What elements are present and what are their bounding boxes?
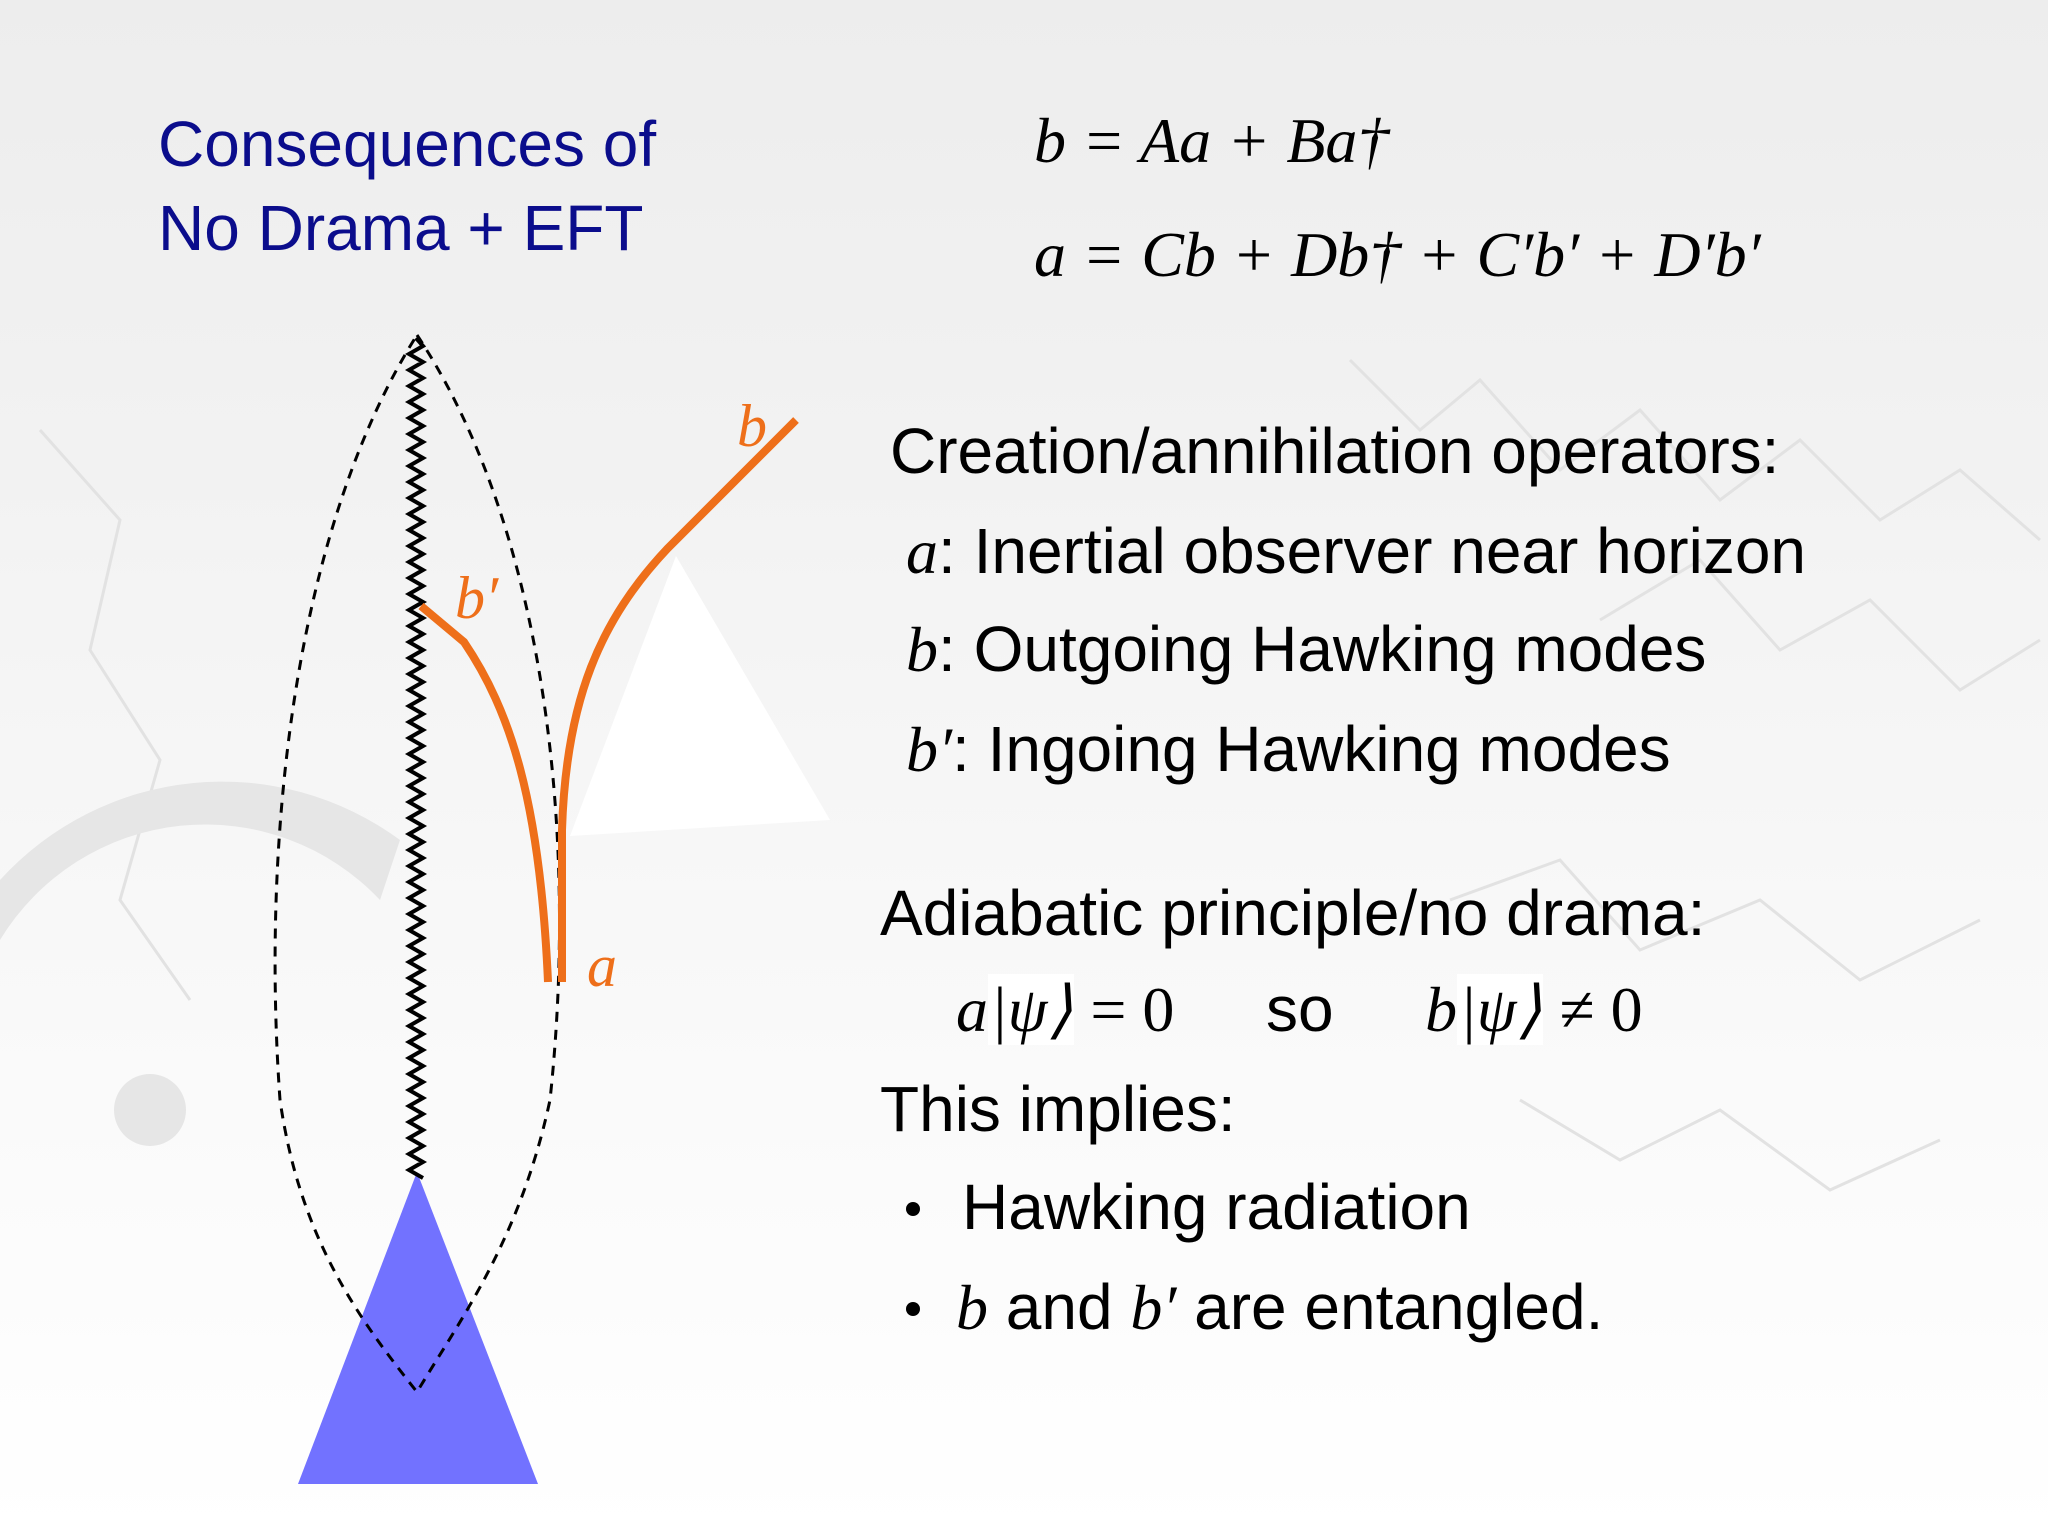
outgoing-mode-curve (558, 417, 799, 982)
operator-text: Ingoing Hawking modes (969, 713, 1671, 785)
title-line-2: No Drama + EFT (158, 192, 644, 264)
slide-title: Consequences of No Drama + EFT (158, 102, 656, 270)
bullet-hawking-radiation: Hawking radiation (962, 1171, 1471, 1243)
singularity-wiggle (404, 336, 428, 1180)
operator-sep: : (938, 613, 956, 685)
rhs-not-equal: ≠ 0 (1543, 974, 1643, 1045)
ket-rhs: b|ψ⟩ ≠ 0 (1425, 974, 1643, 1045)
operator-sep: : (952, 713, 970, 785)
ingoing-mode-curve (418, 602, 552, 983)
operator-item-b-prime: b′: Ingoing Hawking modes (906, 712, 1671, 787)
bullet-and: and (988, 1271, 1131, 1343)
operator-item-b: b: Outgoing Hawking modes (906, 612, 1706, 687)
white-triangle (570, 556, 830, 836)
rhs-operator: b (1425, 974, 1458, 1045)
operator-symbol: b′ (906, 714, 952, 785)
bullet-symbol-b: b (956, 1272, 988, 1343)
lhs-ket: |ψ⟩ (990, 974, 1073, 1045)
dashed-lens-boundary (273, 332, 562, 1395)
operators-heading: Creation/annihilation operators: (890, 415, 1780, 487)
title-line-1: Consequences of (158, 108, 657, 180)
implies-line: This implies: (880, 1073, 1236, 1145)
label-b-prime: b′ (455, 565, 499, 631)
operator-item-a: a: Inertial observer near horizon (906, 514, 1806, 589)
ket-relation: a|ψ⟩ = 0 so b|ψ⟩ ≠ 0 (956, 972, 1643, 1047)
ket-lhs: a|ψ⟩ = 0 (956, 974, 1174, 1045)
operator-symbol: b (906, 614, 938, 685)
bullet-symbol-b-prime: b′ (1130, 1272, 1177, 1343)
rhs-ket: |ψ⟩ (1459, 974, 1542, 1045)
so-word: so (1265, 973, 1334, 1045)
bullet-entangled: b and b′ are entangled. (956, 1270, 1603, 1345)
label-b: b (737, 393, 767, 459)
operator-text: Inertial observer near horizon (955, 515, 1806, 587)
operator-text: Outgoing Hawking modes (955, 613, 1707, 685)
blue-triangle (298, 1172, 538, 1484)
lhs-equals: = 0 (1074, 974, 1175, 1045)
operator-sep: : (938, 515, 956, 587)
bullet-tail: are entangled. (1176, 1271, 1604, 1343)
equation-b: b = Aa + Ba† (1034, 105, 1390, 176)
label-a: a (587, 933, 617, 999)
bullet-dot (906, 1302, 920, 1316)
principle-heading: Adiabatic principle/no drama: (880, 877, 1706, 949)
operator-symbol: a (906, 516, 938, 587)
lhs-operator: a (956, 974, 988, 1045)
equation-a: a = Cb + Db† + C′b′ + D′b′ (1034, 219, 1761, 290)
bullet-dot (906, 1202, 920, 1216)
